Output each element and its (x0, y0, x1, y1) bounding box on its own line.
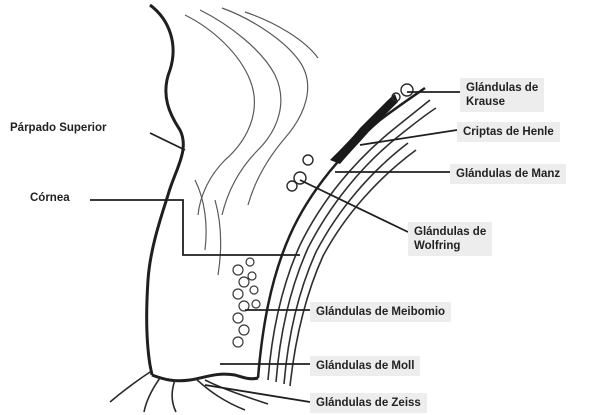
label-glandulas-wolfring: Glándulas de Wolfring (408, 222, 492, 256)
leader-zeiss (205, 385, 310, 402)
label-krause-line1: Glándulas de (466, 81, 538, 95)
leader-henle (360, 130, 457, 145)
meibomian-glands (233, 258, 260, 347)
label-glandulas-manz: Glándulas de Manz (450, 164, 566, 184)
label-parpado-superior: Párpado Superior (10, 121, 107, 135)
label-criptas-henle: Criptas de Henle (457, 122, 560, 142)
label-glandulas-krause: Glándulas de Krause (460, 78, 544, 112)
leader-wolfring (300, 180, 408, 232)
leader-parpado (150, 133, 185, 150)
label-cornea: Córnea (30, 191, 70, 205)
label-wolfring-line1: Glándulas de (414, 225, 486, 239)
leader-cornea (90, 200, 300, 255)
label-wolfring-line2: Wolfring (414, 239, 486, 253)
label-glandulas-moll: Glándulas de Moll (310, 356, 420, 376)
label-krause-line2: Krause (466, 95, 538, 109)
label-glandulas-zeiss: Glándulas de Zeiss (310, 393, 427, 413)
henle-crypts (330, 94, 398, 164)
skin-outline (147, 5, 184, 375)
lid-margin (152, 374, 258, 381)
label-glandulas-meibomio: Glándulas de Meibomio (310, 302, 451, 322)
tissue-mass (185, 8, 318, 275)
conjunctiva-outline (258, 88, 425, 378)
